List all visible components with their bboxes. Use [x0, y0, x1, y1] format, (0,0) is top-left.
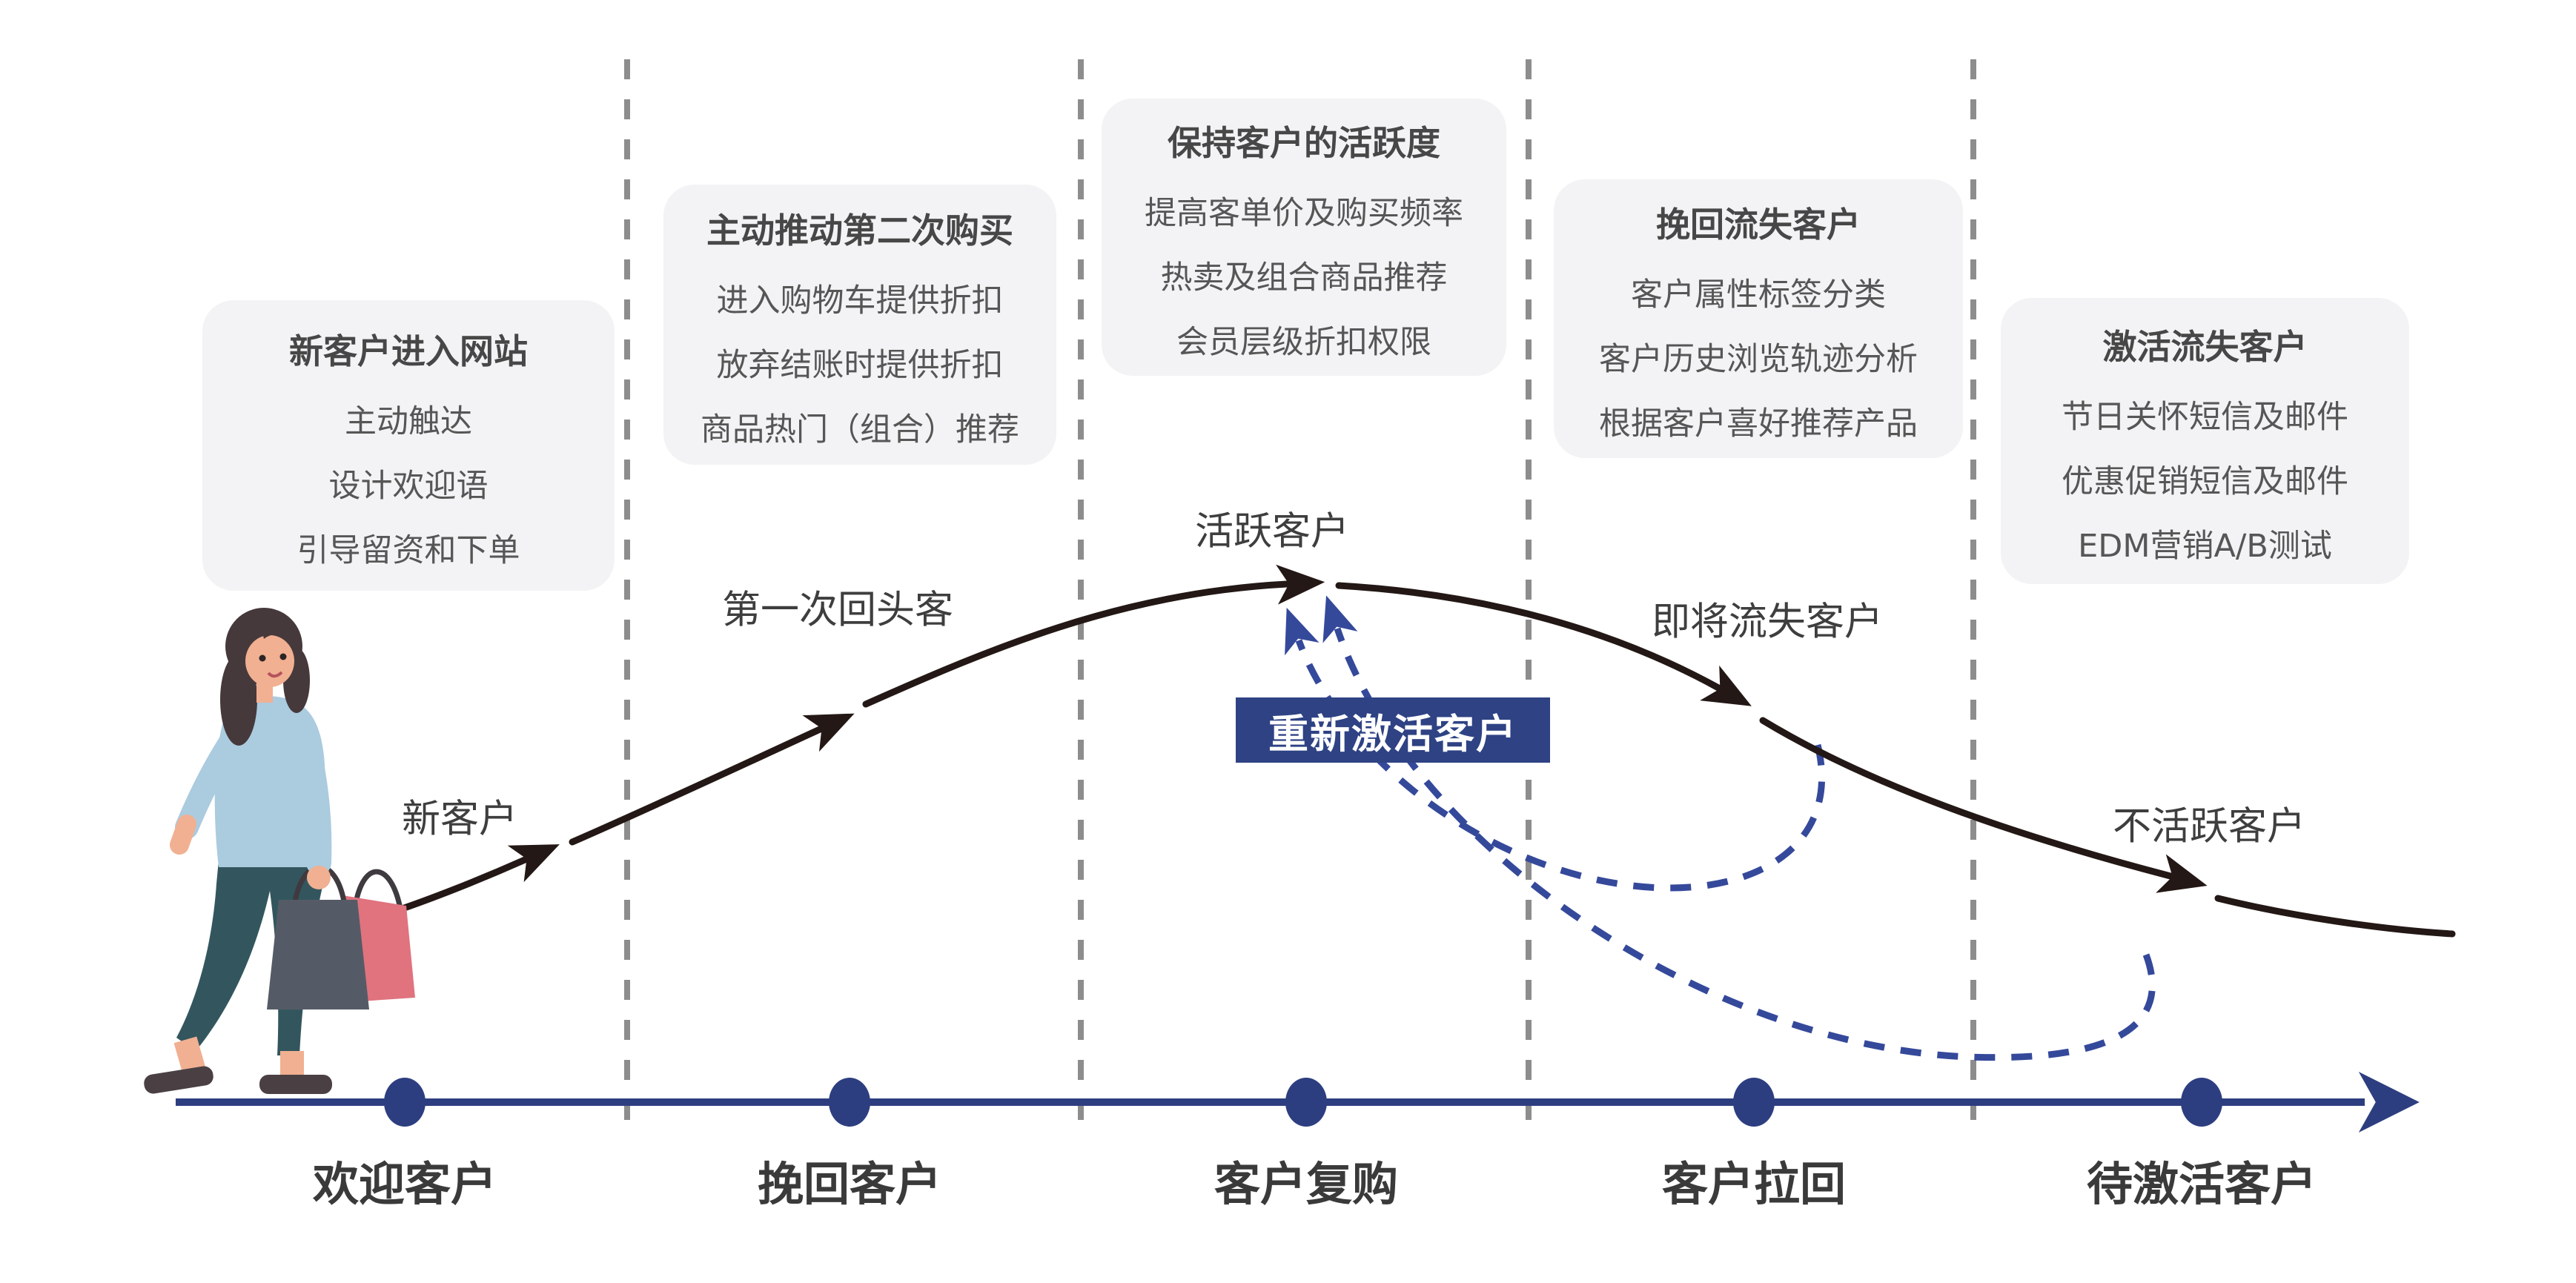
reactivation-loop-inner [1285, 607, 1825, 892]
timeline-dots [384, 1078, 2222, 1127]
curve-segment-tail [2214, 895, 2456, 938]
timeline-label-win-back: 挽回客户 [757, 1157, 942, 1211]
stage-divider-lines [624, 59, 1976, 1123]
stage-box-title: 激活流失客户 [2102, 326, 2308, 367]
timeline-dot-1 [384, 1078, 426, 1127]
person-front-hand [307, 866, 331, 889]
stage-box-second-purchase: 主动推动第二次购买 进入购物车提供折扣 放弃结账时提供折扣 商品热门（组合）推荐 [663, 185, 1056, 465]
curve-label-first-return: 第一次回头客 [721, 588, 954, 633]
timeline-dot-4 [1733, 1078, 1775, 1127]
person-face [245, 635, 294, 687]
person-back-shoe [144, 1066, 213, 1094]
person-back-ankle [173, 1036, 206, 1075]
timeline-label-welcome: 欢迎客户 [312, 1157, 497, 1211]
curve-label-active: 活跃客户 [1194, 509, 1350, 554]
timeline-dot-2 [829, 1078, 870, 1127]
timeline-label-pull-back: 客户拉回 [1661, 1157, 1847, 1211]
curve-segment-active [862, 564, 1325, 708]
stage-box-line: 提高客单价及购买频率 [1145, 194, 1463, 232]
stage-box-win-back: 挽回流失客户 客户属性标签分类 客户历史浏览轨迹分析 根据客户喜好推荐产品 [1554, 179, 1963, 458]
stage-box-line: 设计欢迎语 [328, 467, 489, 505]
stage-box-line: EDM营销A/B测试 [2078, 527, 2332, 565]
timeline-dot-3 [1285, 1078, 1327, 1127]
stage-box-line: 商品热门（组合）推荐 [701, 411, 1019, 448]
curve-label-churning: 即将流失客户 [1651, 600, 1884, 645]
stage-box-reactivate: 激活流失客户 节日关怀短信及邮件 优惠促销短信及邮件 EDM营销A/B测试 [2001, 298, 2409, 584]
person-front-shoe [259, 1075, 332, 1094]
curve-segment-churning [1335, 582, 1752, 706]
reactivation-loops [1285, 595, 2156, 1061]
stage-box-line: 会员层级折扣权限 [1176, 323, 1431, 361]
stage-box-line: 根据客户喜好推荐产品 [1599, 405, 1918, 442]
curve-label-new-customer: 新客户 [401, 797, 518, 842]
timeline-dot-5 [2181, 1078, 2222, 1127]
stage-box-keep-active: 保持客户的活跃度 提高客单价及购买频率 热卖及组合商品推荐 会员层级折扣权限 [1102, 99, 1506, 376]
pink-bag-handle [353, 869, 403, 909]
timeline-label-to-activate: 待激活客户 [2086, 1157, 2317, 1211]
stage-box-line: 进入购物车提供折扣 [716, 282, 1004, 319]
timeline-label-repurchase: 客户复购 [1213, 1157, 1399, 1211]
stage-box-line: 节日关怀短信及邮件 [2062, 398, 2348, 436]
customer-illustration [144, 608, 415, 1094]
stage-box-line: 优惠促销短信及邮件 [2062, 463, 2348, 500]
curve-label-inactive: 不活跃客户 [2112, 804, 2306, 849]
stage-box-title: 主动推动第二次购买 [706, 210, 1013, 251]
curve-segment-inactive [1759, 717, 2208, 893]
person-eye-left [259, 654, 266, 662]
timeline-axis [176, 1072, 2420, 1133]
stage-box-line: 放弃结账时提供折扣 [716, 346, 1004, 384]
stage-box-line: 客户属性标签分类 [1631, 276, 1886, 314]
reactivation-loop-outer [1322, 595, 2156, 1061]
person-back-hand [170, 815, 196, 855]
person-hair-left [220, 654, 257, 746]
stage-box-title: 新客户进入网站 [289, 331, 528, 371]
reactivate-customer-badge: 重新激活客户 [1236, 697, 1550, 763]
stage-box-line: 热卖及组合商品推荐 [1160, 259, 1448, 296]
person-fringe [263, 622, 294, 642]
stage-box-welcome: 新客户进入网站 主动触达 设计欢迎语 引导留资和下单 [202, 300, 615, 591]
stage-box-title: 挽回流失客户 [1656, 204, 1861, 245]
person-mouth [267, 671, 283, 678]
person-front-ankle [280, 1051, 304, 1078]
person-front-arm [288, 712, 332, 875]
stage-box-line: 客户历史浏览轨迹分析 [1599, 340, 1918, 378]
stage-box-line: 引导留资和下单 [297, 531, 520, 569]
stage-box-line: 主动触达 [345, 402, 472, 440]
stage-box-title: 保持客户的活跃度 [1168, 122, 1440, 163]
person-eye-right [279, 653, 287, 660]
curve-segment-first-return [569, 713, 855, 846]
gray-shopping-bag [267, 900, 369, 1010]
